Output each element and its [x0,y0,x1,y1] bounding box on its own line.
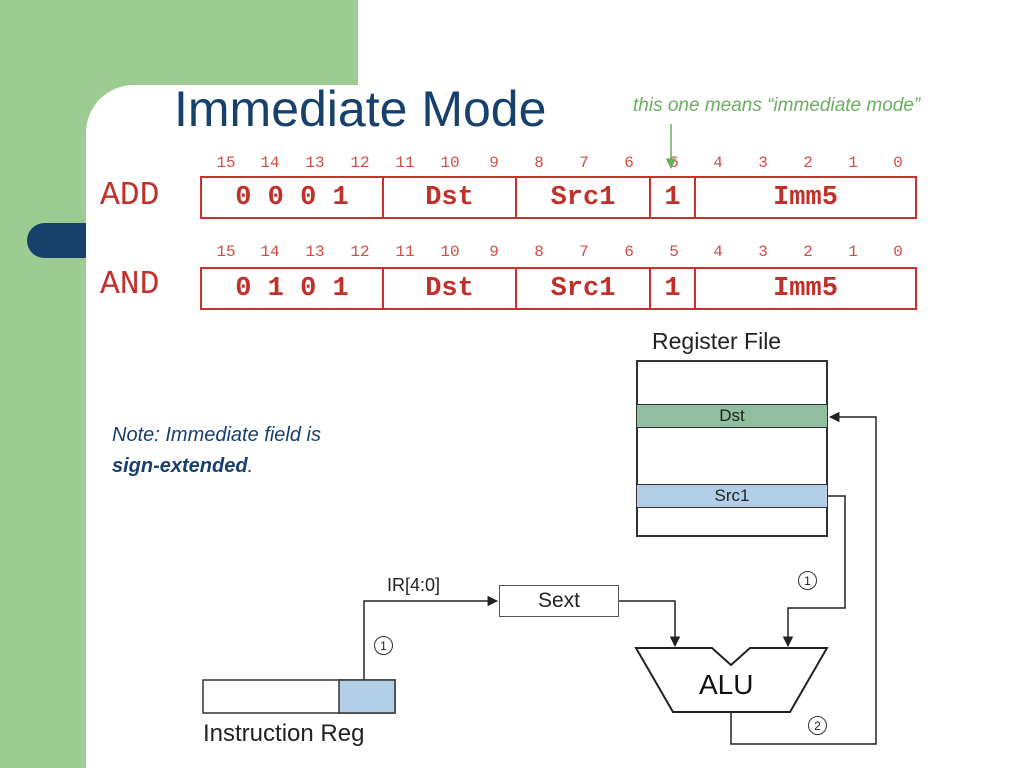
bit-number: 9 [489,243,499,261]
bit-number: 7 [579,154,589,172]
instruction-register-label: Instruction Reg [203,720,365,747]
bit-number: 14 [260,243,280,261]
bit-number: 0 [893,243,903,261]
bit-number: 9 [489,154,499,172]
dst-field: Dst [384,269,517,308]
opcode-field: 0 1 0 1 [202,269,384,308]
src1-to-alu-wire [782,495,846,648]
src1-register: Src1 [636,484,828,508]
bit-number: 10 [440,243,460,261]
bit-number: 2 [803,243,813,261]
sign-extend-unit: Sext [499,585,619,617]
step-marker-1-src1: 1 [798,571,817,590]
opcode-name-and: AND [100,266,160,303]
bit-number: 12 [350,154,370,172]
alu-to-dst-wire [730,411,877,745]
sign-extension-note: Note: Immediate field is sign-extended. [112,420,321,482]
bit-number: 2 [803,154,813,172]
instruction-encoding-add: 0 0 0 1 Dst Src1 1 Imm5 [200,176,917,219]
register-file-label: Register File [652,328,782,354]
bit-number: 14 [260,154,280,172]
dst-field: Dst [384,178,517,217]
opcode-name-add: ADD [100,177,160,214]
bit-number: 1 [848,243,858,261]
bit-number: 13 [305,154,325,172]
bit-number: 8 [534,154,544,172]
slide-title: Immediate Mode [174,81,547,137]
instruction-encoding-and: 0 1 0 1 Dst Src1 1 Imm5 [200,267,917,310]
bit-number: 7 [579,243,589,261]
bit-number: 11 [395,154,415,172]
opcode-field: 0 0 0 1 [202,178,384,217]
step-marker-1-ir: 1 [374,636,393,655]
ir-bits-label: IR[4:0] [387,575,441,595]
alu-shape [634,647,829,713]
bit-number: 12 [350,243,370,261]
mode-bit-field: 1 [651,269,696,308]
background-white-top [358,0,1024,86]
bit-number: 1 [848,154,858,172]
bit-number: 15 [216,243,236,261]
dst-register: Dst [636,404,828,428]
bit-number: 8 [534,243,544,261]
bit-number: 5 [669,243,679,261]
bit-number: 3 [758,243,768,261]
imm5-field: Imm5 [773,182,838,213]
bit-number: 4 [713,243,723,261]
bit-number: 6 [624,154,634,172]
step-marker-2-alu: 2 [808,716,827,735]
bit-number: 3 [758,154,768,172]
bit-number: 10 [440,154,460,172]
alu-label: ALU [699,669,754,700]
note-text: Note: Immediate field is [112,424,321,446]
src1-field: Src1 [517,178,651,217]
bit-number: 0 [893,154,903,172]
ir-to-sext-wire [363,595,499,680]
immediate-bits-segment [338,679,396,714]
bit-number: 4 [713,154,723,172]
bit-number: 15 [216,154,236,172]
bit-number: 13 [305,243,325,261]
bit-number: 6 [624,243,634,261]
note-end: . [247,455,254,477]
bit-number: 11 [395,243,415,261]
src1-field: Src1 [517,269,651,308]
imm5-field: Imm5 [773,273,838,304]
pill-cover [86,223,102,258]
mode-bit-field: 1 [651,178,696,217]
note-bold-text: sign-extended [112,455,248,477]
sext-to-alu-wire [619,600,681,648]
immediate-mode-callout: this one means “immediate mode” [633,95,921,116]
content-panel [86,85,1024,768]
